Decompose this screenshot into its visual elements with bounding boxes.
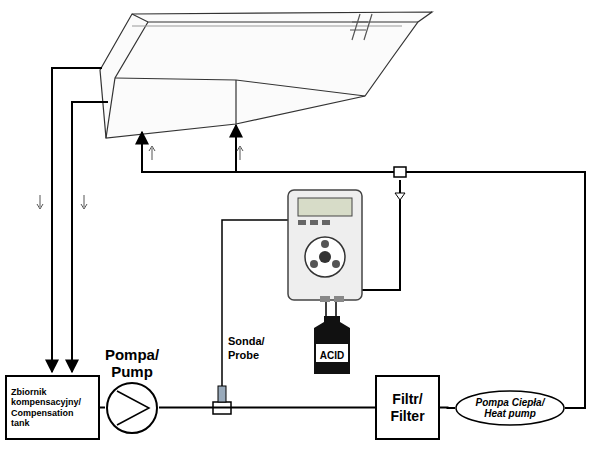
- tee-fitting: [394, 167, 406, 177]
- probe-tee: [213, 386, 231, 414]
- node-label: Pompa Ciepła/ Heat pump: [471, 397, 549, 420]
- probe-label: Sonda/ Probe: [228, 334, 288, 363]
- pipe-connector: [159, 407, 375, 409]
- pool-basin: [100, 12, 432, 138]
- pump: Pompa/ Pump: [98, 346, 166, 435]
- heat-pump: Pompa Ciepła/ Heat pump: [455, 390, 565, 426]
- filter-box: Filtr/ Filter: [375, 375, 440, 440]
- node-label: Pompa/ Pump: [98, 346, 166, 381]
- compensation-tank: Zbiornik kompensacyjny/ Compensation tan…: [5, 375, 100, 440]
- pipe: [52, 68, 585, 408]
- node-label: Zbiornik kompensacyjny/ Compensation tan…: [11, 387, 94, 428]
- flow-arrow: [395, 193, 405, 200]
- dosing-controller: [288, 190, 362, 302]
- pipe-connector: [100, 407, 105, 409]
- bottle-shape: [310, 316, 354, 376]
- bottle-label: ACID: [320, 350, 344, 362]
- acid-bottle: ACID: [310, 316, 354, 376]
- pump-symbol: [105, 381, 159, 435]
- flow-arrow: [37, 146, 243, 209]
- node-label: Filtr/ Filter: [381, 391, 434, 423]
- pipe-connector: [440, 407, 455, 410]
